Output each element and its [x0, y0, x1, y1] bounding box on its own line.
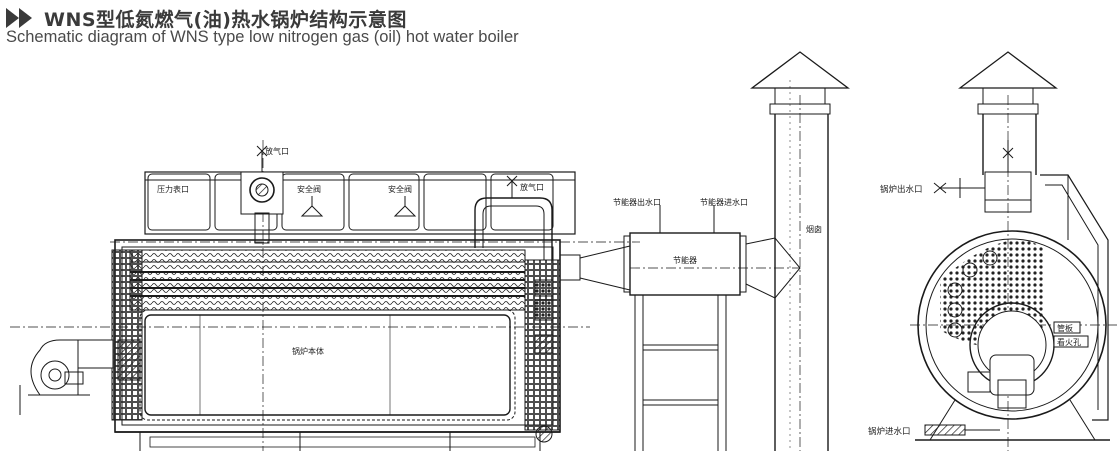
chimney-left — [750, 51, 850, 451]
label-boiler-body: 锅炉本体 — [292, 346, 324, 356]
boiler-front-view — [910, 51, 1117, 451]
double-chevron-right-icon — [6, 8, 32, 28]
label-vent-top: 放气口 — [265, 146, 289, 156]
title-row: WNS型低氮燃气(油)热水锅炉结构示意图 — [6, 4, 519, 32]
label-chimney: 烟囱 — [806, 224, 822, 234]
label-boiler-water-outlet: 锅炉出水口 — [880, 184, 923, 195]
label-boiler-water-inlet: 锅炉进水口 — [868, 426, 911, 437]
label-economizer-inlet: 节能器进水口 — [700, 197, 748, 207]
label-tube-plate: 管板 — [1057, 323, 1073, 333]
header: WNS型低氮燃气(油)热水锅炉结构示意图 Schematic diagram o… — [6, 4, 519, 47]
title-english: Schematic diagram of WNS type low nitrog… — [6, 28, 519, 46]
label-safety-valve-2: 安全阀 — [388, 184, 412, 194]
boiler-side-view — [10, 140, 640, 451]
label-fire-view-hole: 看火孔 — [1057, 338, 1081, 347]
label-vent-right: 放气口 — [520, 182, 544, 192]
label-economizer-outlet: 节能器出水口 — [613, 197, 661, 207]
economizer-assembly — [623, 205, 801, 451]
label-pressure-gauge: 压力表口 — [157, 184, 189, 194]
label-safety-valve-1: 安全阀 — [297, 184, 321, 194]
title-chinese: WNS型低氮燃气(油)热水锅炉结构示意图 — [44, 8, 407, 31]
label-economizer: 节能器 — [673, 255, 697, 265]
